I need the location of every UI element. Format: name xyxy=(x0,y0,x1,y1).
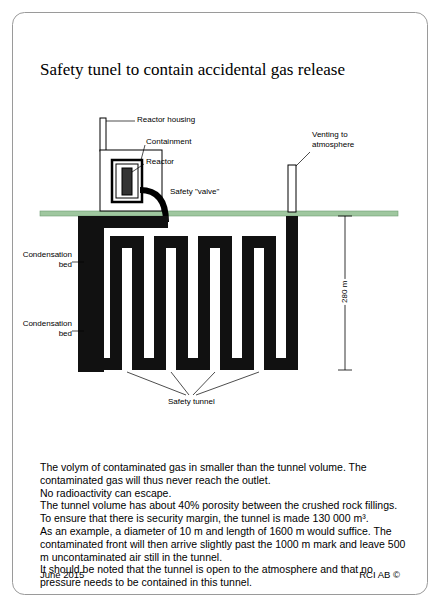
vent-pipe xyxy=(288,165,296,212)
part-label: Venting to atmosphere xyxy=(312,130,370,149)
leader-line xyxy=(296,152,310,166)
leader-line xyxy=(171,372,189,395)
description-paragraph: As an example, a diameter of 10 m and le… xyxy=(40,525,406,563)
leader-lines xyxy=(72,121,310,395)
part-label: Safety tunnel xyxy=(168,397,215,407)
description-text: The volym of contaminated gas in smaller… xyxy=(40,461,406,589)
description-paragraph: The volym of contaminated gas in smaller… xyxy=(40,461,406,487)
leader-line xyxy=(193,372,215,395)
part-label: Containment xyxy=(146,137,191,147)
leader-line xyxy=(132,164,144,172)
leader-line xyxy=(127,372,186,395)
part-label: Reactor xyxy=(146,157,174,167)
part-label: Reactor housing xyxy=(137,115,195,125)
chimney xyxy=(100,118,106,151)
containment xyxy=(112,160,142,202)
leader-line xyxy=(106,121,135,122)
page-border xyxy=(13,13,428,595)
reactor xyxy=(122,168,132,195)
description-paragraph: It should be noted that the tunnel is op… xyxy=(40,563,406,589)
safety-tunnel xyxy=(94,216,292,364)
part-label: Condensation bed xyxy=(16,250,72,269)
containment-inner xyxy=(116,164,138,198)
part-label: Safety "valve" xyxy=(170,187,219,197)
page-title: Safety tunel to contain accidental gas r… xyxy=(40,60,345,80)
description-paragraph: To ensure that there is security margin,… xyxy=(40,512,406,525)
description-paragraph: The tunnel volume has about 40% porosity… xyxy=(40,499,406,512)
dimension-tick xyxy=(338,216,352,217)
leader-line xyxy=(196,372,259,395)
dimension-label: 280 m xyxy=(340,279,350,305)
ground xyxy=(40,211,398,216)
dimension-tick xyxy=(338,370,352,371)
part-label: Condensation bed xyxy=(16,319,72,338)
leader-line xyxy=(141,145,145,160)
leader-line xyxy=(72,331,84,332)
description-paragraph: No radioactivity can escape. xyxy=(40,487,406,500)
leader-line xyxy=(72,262,84,263)
